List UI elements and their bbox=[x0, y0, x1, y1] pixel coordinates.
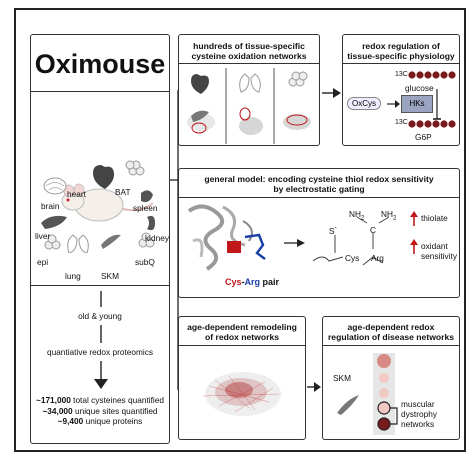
stat-proteins: ~9,400 unique proteins bbox=[57, 416, 143, 426]
tissue-icon-fat bbox=[288, 71, 308, 87]
glucose-chain bbox=[408, 71, 456, 79]
cys-residue-mark bbox=[227, 241, 241, 253]
nh2-right-label: NH2 bbox=[381, 209, 397, 222]
networks-title: hundreds of tissue-specific cysteine oxi… bbox=[191, 41, 307, 61]
model-arrow bbox=[284, 239, 305, 247]
aging-remodeling-panel: age-dependent remodeling of redox networ… bbox=[178, 316, 306, 440]
general-model-panel: general model: encoding cysteine thiol r… bbox=[178, 168, 460, 298]
thiolate-s-label: S- bbox=[329, 225, 337, 236]
tissue-icon-heart bbox=[191, 74, 209, 94]
subq-icon bbox=[138, 232, 155, 248]
tissue-label-skm: SKM bbox=[101, 271, 119, 281]
tissue-label-heart: heart bbox=[67, 189, 86, 199]
network-cloud-2 bbox=[239, 107, 263, 135]
mouse-tissue-illustration bbox=[41, 160, 155, 253]
ages-label: old & young bbox=[78, 311, 122, 321]
tissue-label-lung: lung bbox=[65, 271, 81, 281]
network-cloud-3 bbox=[283, 114, 311, 130]
stat-cysteines: ~171,000 total cysteines quantified bbox=[35, 395, 164, 405]
tissue-label-epi: epi bbox=[37, 257, 49, 267]
aging-to-disease-arrow bbox=[307, 382, 321, 392]
tissue-label-liver: liver bbox=[35, 231, 51, 241]
title-divider bbox=[31, 91, 169, 92]
disease-networks-panel: age-dependent redox regulation of diseas… bbox=[322, 316, 460, 440]
lung-icon bbox=[67, 234, 89, 253]
model-divider bbox=[179, 197, 459, 198]
bat-icon bbox=[125, 160, 145, 176]
oximouse-panel: Oximouse brain hea bbox=[30, 34, 170, 444]
tissue-label-bat: BAT bbox=[115, 187, 131, 197]
liver-icon bbox=[41, 215, 67, 229]
tissue-networks-panel: hundreds of tissue-specific cysteine oxi… bbox=[178, 34, 320, 146]
thiolate-up-arrow bbox=[410, 211, 418, 226]
c13-top-label: 13C bbox=[395, 71, 408, 78]
tissue-label-spleen: spleen bbox=[133, 203, 158, 213]
arg-residue-mark bbox=[244, 233, 266, 260]
tissue-icon-lung bbox=[239, 73, 261, 93]
skm-icon bbox=[101, 234, 121, 249]
skm-muscle-icon bbox=[337, 395, 359, 415]
cys-arg-pair-label: Cys-Arg pair bbox=[225, 277, 280, 287]
network-edges bbox=[202, 375, 280, 413]
stats-list: ~171,000 total cysteines quantified ~34,… bbox=[31, 395, 169, 427]
brain-icon bbox=[43, 177, 67, 195]
mid-divider bbox=[31, 285, 169, 286]
hks-inhibit-arrow bbox=[433, 89, 441, 120]
skm-label: SKM bbox=[333, 373, 351, 383]
tissue-label-kidney: kidney bbox=[145, 233, 169, 243]
oximouse-title: Oximouse bbox=[34, 49, 166, 79]
cys-label: Cys bbox=[345, 253, 360, 263]
hks-box: HKs bbox=[401, 95, 433, 113]
tissue-label-brain: brain bbox=[41, 201, 60, 211]
g6p-chain bbox=[408, 120, 456, 128]
mouse-icon bbox=[61, 183, 154, 222]
glucose-label: glucose bbox=[405, 83, 434, 93]
networks-to-physiology-arrow bbox=[322, 88, 341, 98]
down-arrow bbox=[94, 291, 108, 389]
aging-divider bbox=[179, 345, 305, 346]
thiolate-label: thiolate bbox=[421, 213, 448, 223]
muscular-dystrophy-label: muscular dystrophy networks bbox=[401, 399, 437, 429]
tissue-label-subq: subQ bbox=[135, 257, 155, 267]
disease-title: age-dependent redox regulation of diseas… bbox=[327, 322, 455, 342]
networks-divider bbox=[179, 63, 319, 64]
spleen-icon bbox=[141, 190, 153, 203]
method-label: quantiative redox proteomics bbox=[46, 347, 154, 357]
physiology-title: redox regulation of tissue-specific phys… bbox=[347, 41, 455, 61]
arg-label: Arg bbox=[371, 253, 384, 263]
network-cloud-1 bbox=[187, 110, 215, 134]
model-title: general model: encoding cysteine thiol r… bbox=[204, 174, 434, 194]
physiology-panel: redox regulation of tissue-specific phys… bbox=[342, 34, 460, 146]
epi-icon bbox=[44, 234, 61, 250]
heart-icon bbox=[93, 165, 115, 189]
oxidant-up-arrow bbox=[410, 239, 418, 254]
electrostatic-gating-schematic bbox=[312, 216, 390, 266]
network-grid-illustration bbox=[187, 68, 311, 144]
disease-divider bbox=[323, 345, 459, 346]
oxcys-to-hks-arrow bbox=[387, 100, 400, 108]
stat-sites: ~34,000 unique sites quantified bbox=[42, 405, 158, 416]
kidney-icon bbox=[147, 215, 155, 231]
g6p-label: G6P bbox=[415, 132, 432, 142]
protein-structure-illustration bbox=[187, 204, 266, 271]
oxcys-label: OxCys bbox=[347, 97, 381, 110]
guanidinium-c-label: C bbox=[370, 225, 376, 235]
c13-bottom-label: 13C bbox=[395, 119, 408, 126]
disease-dot-column bbox=[377, 354, 398, 431]
aging-network-illustration bbox=[202, 372, 281, 416]
oxidant-sensitivity-label: oxidant sensitivity bbox=[421, 241, 457, 261]
physiology-divider bbox=[343, 63, 459, 64]
aging-title: age-dependent remodeling of redox networ… bbox=[187, 322, 297, 342]
nh2-left-label: NH2 bbox=[349, 209, 365, 222]
